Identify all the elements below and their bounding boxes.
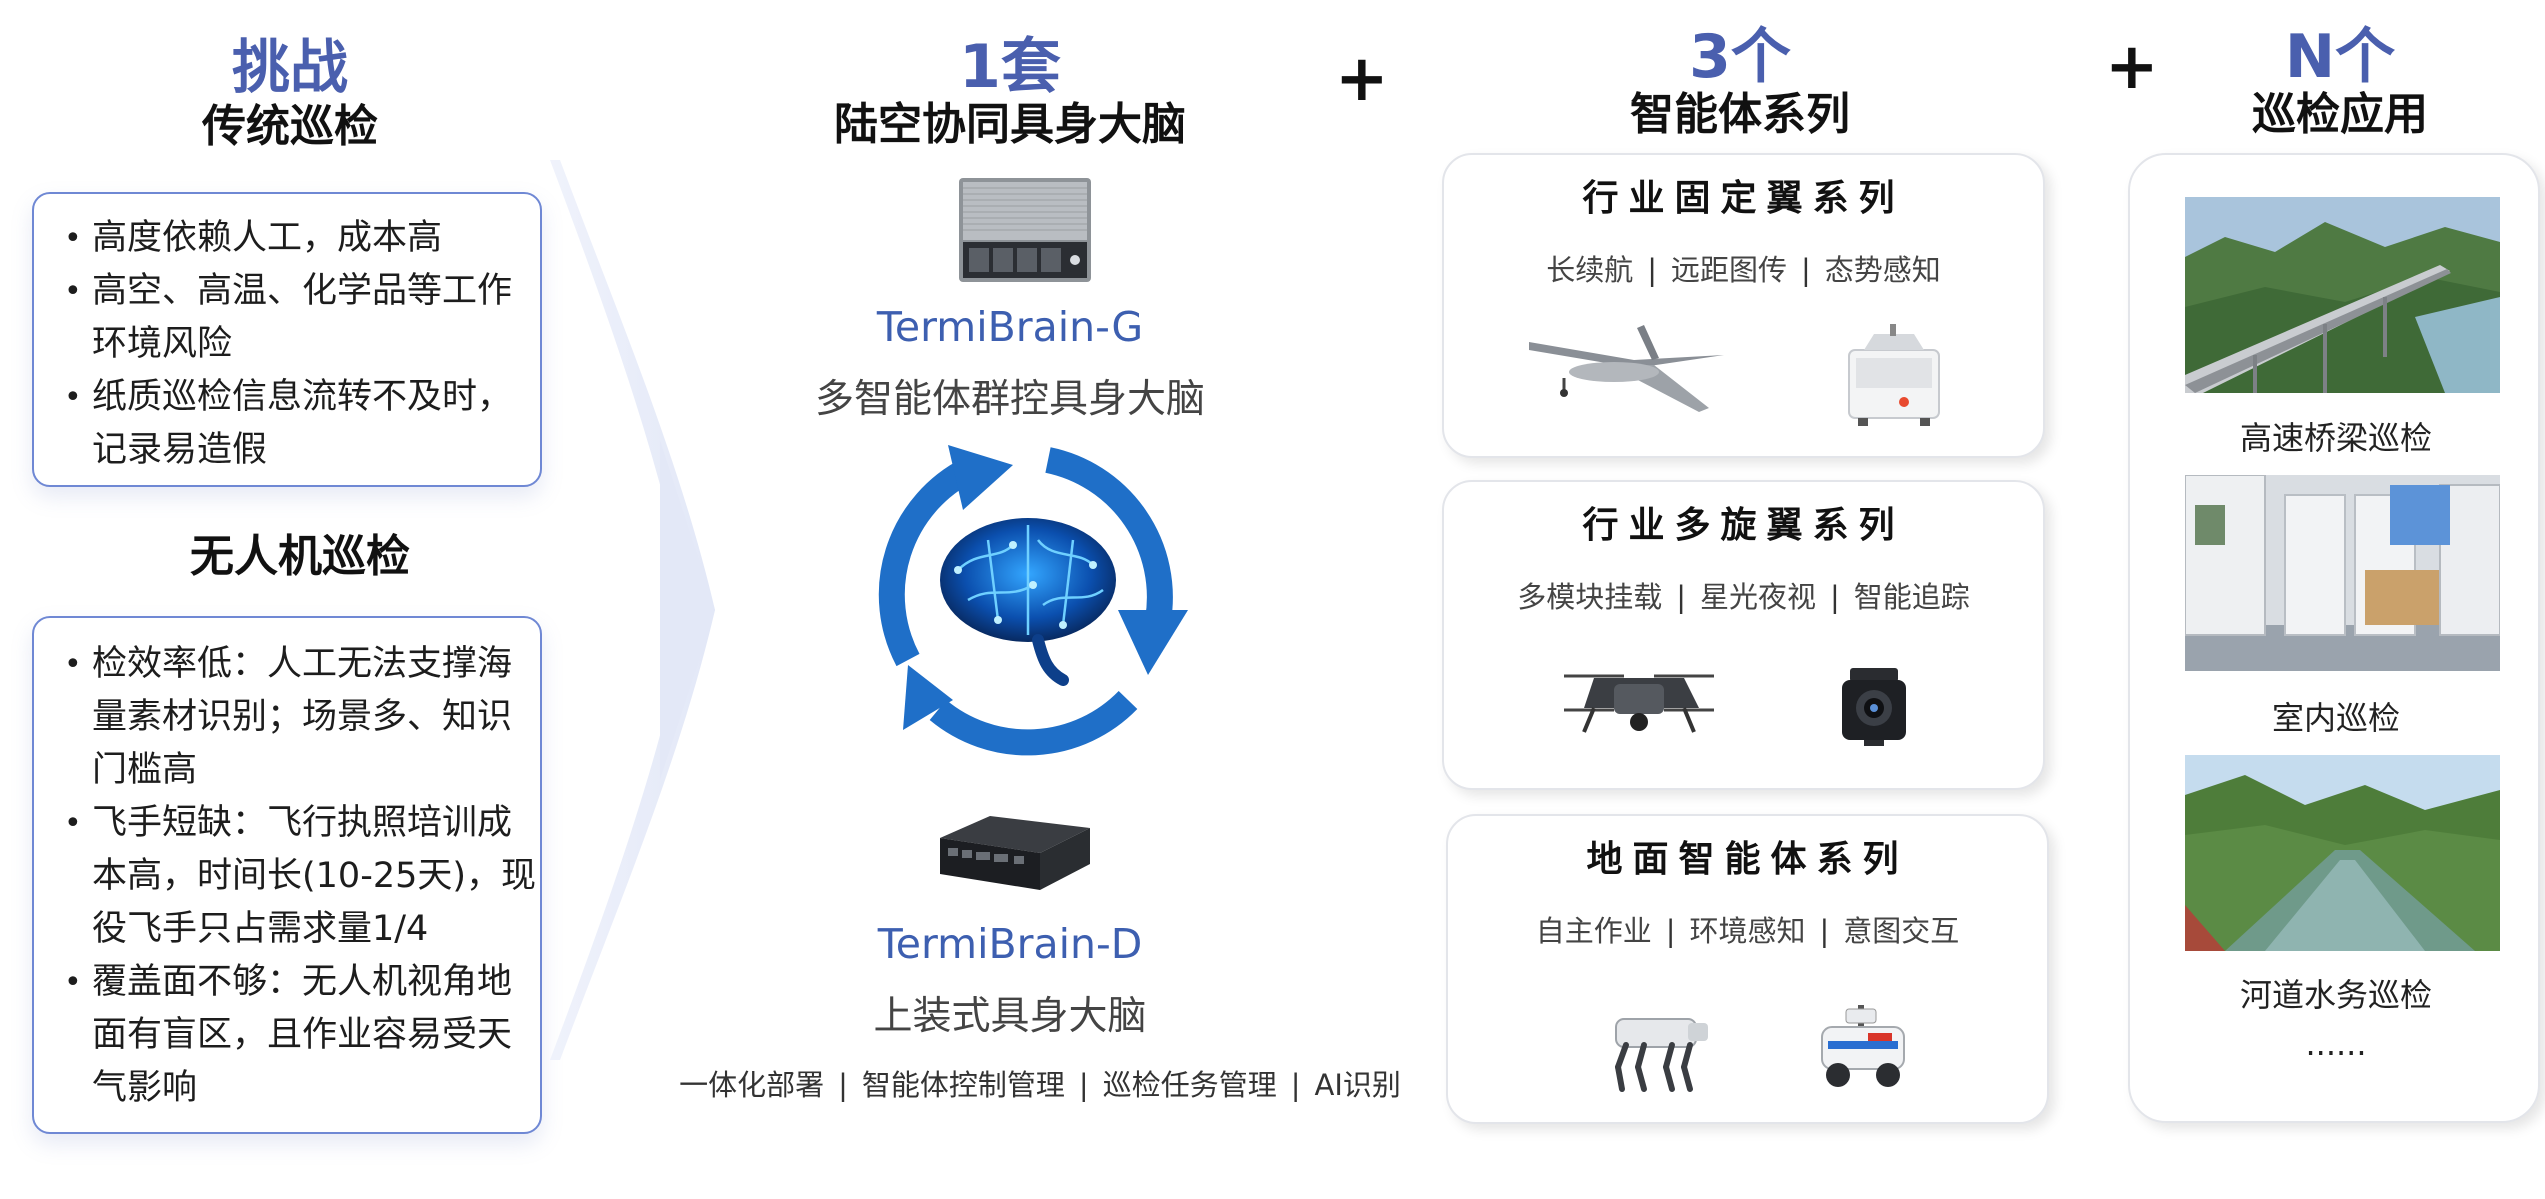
list-item: 纸质巡检信息流转不及时，记录易造假 — [34, 371, 540, 477]
plus-sign: + — [1335, 42, 1389, 116]
applications-count: N个 — [2284, 22, 2396, 92]
edge-box-device-image — [940, 816, 1090, 890]
drone-inspection-heading: 无人机巡检 — [190, 531, 410, 582]
more-ellipsis: ...... — [2305, 1025, 2367, 1063]
drone-issues-list: 检效率低：人工无法支撑海量素材识别；场景多、知识门槛高 飞手短缺：飞行执照培训成… — [34, 638, 540, 1115]
ground-agent-series-card: 地面智能体系列 自主作业|环境感知|意图交互 — [1446, 814, 2049, 1124]
card-title: 行业多旋翼系列 — [1582, 505, 1905, 546]
multi-rotor-series-card: 行业多旋翼系列 多模块挂载|星光夜视|智能追踪 — [1442, 480, 2045, 790]
traditional-issues-list: 高度依赖人工，成本高 高空、高温、化学品等工作环境风险 纸质巡检信息流转不及时，… — [34, 212, 540, 477]
card-features: 多模块挂载|星光夜视|智能追踪 — [1517, 580, 1970, 614]
brain-features: 一体化部署|智能体控制管理|巡检任务管理|AI识别 — [679, 1068, 1401, 1102]
river-waterway-photo — [2185, 755, 2500, 951]
wheeled-patrol-robot-image — [1821, 1005, 1905, 1087]
applications-title: 巡检应用 — [2252, 89, 2428, 140]
quadruped-robot-image — [1615, 1018, 1708, 1092]
brain-title: 陆空协同具身大脑 — [834, 99, 1186, 150]
list-item: 飞手短缺：飞行执照培训成本高，时间长(10-25天)，现役飞手只占需求量1/4 — [34, 797, 540, 956]
app-label: 高速桥梁巡检 — [2239, 419, 2432, 457]
product-g-name: TermiBrain-G — [876, 303, 1144, 351]
server-device-image — [959, 178, 1091, 282]
app-label: 室内巡检 — [2271, 699, 2400, 737]
brain-count: 1套 — [959, 32, 1061, 102]
fixed-wing-drone-image — [1529, 325, 1724, 412]
brain-feature: AI识别 — [1314, 1068, 1401, 1102]
agents-title: 智能体系列 — [1630, 89, 1850, 140]
list-item: 高度依赖人工，成本高 — [34, 212, 540, 265]
product-d-name: TermiBrain-D — [877, 920, 1143, 968]
brain-cycle-icon — [878, 445, 1188, 756]
card-title: 地面智能体系列 — [1586, 839, 1909, 880]
list-item: 高空、高温、化学品等工作环境风险 — [34, 265, 540, 371]
card-features: 自主作业|环境感知|意图交互 — [1535, 914, 1960, 948]
brain-feature: 巡检任务管理 — [1102, 1068, 1277, 1102]
gimbal-camera-image — [1842, 668, 1906, 746]
flow-chevron-arrow-icon — [550, 160, 715, 1060]
drone-dock-station-image — [1848, 324, 1940, 426]
challenges-heading: 挑战 — [231, 33, 348, 101]
drone-issues-box: 检效率低：人工无法支撑海量素材识别；场景多、知识门槛高 飞手短缺：飞行执照培训成… — [32, 616, 542, 1134]
traditional-inspection-heading: 传统巡检 — [202, 101, 378, 152]
indoor-room-photo — [2185, 475, 2500, 671]
highway-bridge-photo — [2185, 197, 2500, 393]
traditional-issues-box: 高度依赖人工，成本高 高空、高温、化学品等工作环境风险 纸质巡检信息流转不及时，… — [32, 192, 542, 487]
brain-feature: 智能体控制管理 — [861, 1068, 1065, 1102]
quadcopter-drone-image — [1564, 674, 1714, 733]
brain-feature: 一体化部署 — [679, 1068, 825, 1102]
plus-sign: + — [2105, 30, 2159, 104]
product-d-desc: 上装式具身大脑 — [873, 994, 1147, 1039]
card-title: 行业固定翼系列 — [1582, 178, 1905, 219]
card-features: 长续航|远距图传|态势感知 — [1546, 253, 1941, 287]
app-label: 河道水务巡检 — [2239, 976, 2432, 1014]
applications-panel: 高速桥梁巡检 室内巡检 河道水务巡检 ...... — [2128, 153, 2540, 1123]
agents-count: 3个 — [1689, 22, 1791, 92]
product-g-desc: 多智能体群控具身大脑 — [814, 377, 1205, 422]
fixed-wing-series-card: 行业固定翼系列 长续航|远距图传|态势感知 — [1442, 153, 2045, 458]
list-item: 覆盖面不够：无人机视角地面有盲区，且作业容易受天气影响 — [34, 956, 540, 1115]
list-item: 检效率低：人工无法支撑海量素材识别；场景多、知识门槛高 — [34, 638, 540, 797]
